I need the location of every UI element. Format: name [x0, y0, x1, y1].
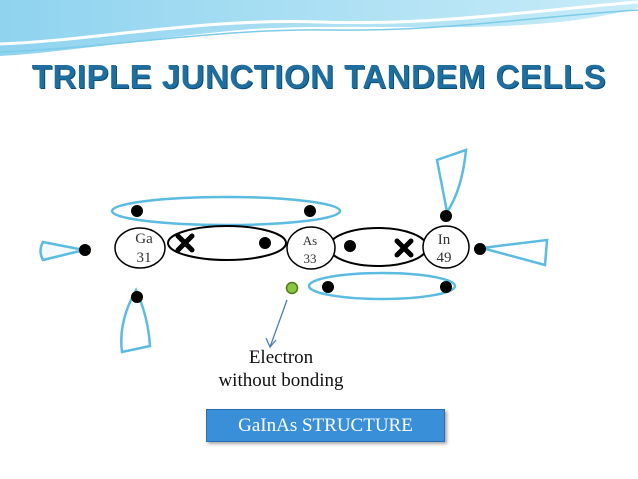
atom-ga-symbol: Ga	[135, 231, 153, 247]
atom-in-symbol: In	[437, 232, 451, 248]
atom-in-number: 49	[436, 250, 452, 266]
electron-dot	[440, 281, 452, 293]
atom-ga-circle	[114, 227, 166, 269]
header-wave-decoration	[0, 0, 638, 56]
electron-dot	[344, 240, 356, 252]
annotation-arrow	[265, 299, 288, 349]
ga-left-lobe	[39, 240, 85, 262]
lone-electron-annotation: Electron without bonding	[196, 346, 366, 392]
electron-dots	[79, 205, 486, 303]
annotation-line-1: Electron	[248, 347, 314, 368]
lone-electron-dot	[285, 281, 299, 295]
atom-in-circle	[422, 225, 470, 269]
cross-electron-ga	[175, 233, 195, 253]
atom-as-circle	[286, 226, 336, 270]
in-top-lobe	[435, 148, 468, 216]
in-right-lobe	[481, 238, 549, 267]
atom-ga-number: 31	[136, 250, 152, 266]
electron-dot	[259, 237, 271, 249]
electron-dot	[322, 281, 334, 293]
electron-dot	[440, 210, 452, 222]
atom-as-number: 33	[303, 251, 317, 266]
electron-dot	[131, 291, 143, 303]
atom-as-symbol: As	[302, 233, 318, 248]
structure-label-box: GaInAs STRUCTURE	[206, 409, 445, 442]
bond-ellipse-as-in	[328, 227, 428, 267]
slide-title: TRIPLE JUNCTION TANDEM CELLS	[31, 58, 607, 95]
electron-dot	[304, 205, 316, 217]
bond-ellipse-ga-as	[167, 225, 287, 261]
electron-dot	[474, 243, 486, 255]
electron-dot	[79, 244, 91, 256]
cross-electron-in	[394, 238, 414, 258]
bond-ellipse-ga-as-top	[110, 195, 342, 227]
electron-dot	[131, 205, 143, 217]
annotation-line-2: without bonding	[218, 370, 344, 391]
bond-ellipse-as-in-bottom	[307, 271, 457, 301]
ga-bottom-lobe	[120, 287, 152, 354]
